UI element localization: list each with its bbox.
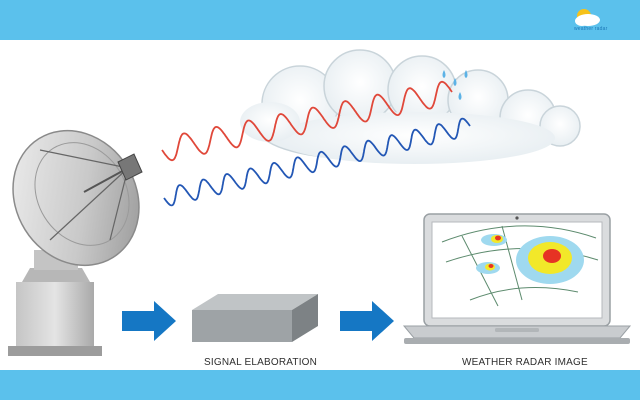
- cloud: [240, 49, 581, 164]
- bottom-banner: [0, 370, 640, 400]
- logo-text: weather radar: [574, 26, 608, 32]
- radar-tower: [8, 236, 102, 356]
- transmitted-wave: [161, 80, 453, 162]
- rain-drops: [442, 70, 468, 100]
- radar-dish: [12, 129, 143, 267]
- laptop: [402, 213, 632, 344]
- weather-radar-image-label: WEATHER RADAR IMAGE: [462, 357, 588, 368]
- radar-image: [441, 225, 599, 307]
- arrow-to-display: [340, 301, 394, 341]
- brand-logo: weather radar: [568, 6, 626, 36]
- signal-processing-box: [192, 294, 318, 342]
- signal-elaboration-label: SIGNAL ELABORATION: [204, 357, 318, 368]
- reflected-wave: [163, 117, 471, 207]
- cloud-sun-icon: [575, 9, 600, 26]
- top-banner: [0, 0, 640, 40]
- arrow-to-processing: [122, 301, 176, 341]
